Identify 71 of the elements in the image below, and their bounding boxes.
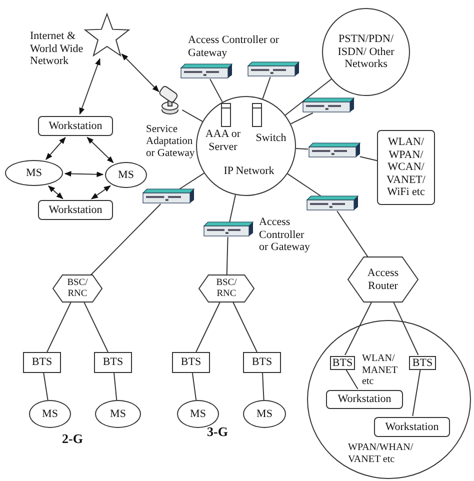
connector-line	[192, 372, 197, 401]
ellipse-node: MS	[105, 162, 147, 188]
connector-line	[43, 372, 48, 401]
hexagon-node: BSC/ RNC	[199, 275, 254, 302]
node-label: Switch	[254, 132, 288, 145]
connector-line	[229, 194, 236, 222]
ellipse-node: MS	[95, 400, 141, 428]
ellipse-node: MS	[243, 400, 286, 428]
network-device-drawing	[308, 143, 360, 158]
labeled-box: BTS	[172, 352, 210, 373]
node-label: AAA or Server	[204, 128, 242, 154]
ellipse-node: MS	[29, 400, 71, 428]
network-device-drawing	[302, 98, 354, 113]
ellipse-node: PSTN/PDN/ ISDN/ Other Networks	[322, 8, 410, 96]
connector-line	[344, 300, 373, 356]
connector-line	[295, 148, 308, 150]
ellipse-node: MS	[177, 400, 219, 428]
network-device-drawing	[247, 62, 299, 77]
connector-line	[412, 368, 421, 416]
device-label: Access Controller or Gateway	[188, 34, 280, 60]
connector-line	[88, 204, 162, 278]
connector-line	[284, 78, 332, 116]
connector-line	[345, 368, 358, 390]
connector-line	[360, 156, 378, 162]
network-device-drawing	[203, 222, 253, 237]
network-device-drawing	[180, 64, 232, 79]
connector-line	[179, 172, 205, 190]
ellipse-node: MS	[5, 160, 63, 186]
connector-line	[392, 300, 419, 356]
network-circle	[307, 320, 471, 479]
hexagon-node: BSC/ RNC	[53, 275, 102, 302]
labeled-box: BTS	[409, 356, 436, 370]
arrow	[91, 185, 111, 200]
labeled-box: BTS	[94, 352, 132, 373]
labeled-box: BTS	[330, 356, 355, 370]
node-label: Internet & World Wide Network	[30, 30, 84, 68]
connector-line	[287, 173, 322, 196]
hexagon-node: Access Router	[348, 257, 418, 302]
labeled-box: BTS	[23, 352, 61, 373]
node-label: IP Network	[222, 165, 276, 178]
connector-line	[196, 301, 221, 352]
node-label: WPAN/WHAN/ VANET etc	[348, 442, 414, 465]
connector-line	[290, 112, 314, 124]
rounded-box: Workstation	[326, 390, 403, 409]
connector-line	[262, 372, 264, 400]
node-label: Service Adaptation or Gateway	[146, 124, 196, 160]
arrow	[46, 136, 66, 160]
connector-line	[226, 236, 228, 276]
labeled-box: BTS	[243, 352, 281, 373]
arrow	[86, 136, 114, 164]
connector-line	[114, 372, 118, 401]
rounded-box: Workstation	[374, 417, 450, 437]
section-label: 3-G	[207, 425, 229, 440]
section-label: 2-G	[62, 432, 84, 447]
node-label: WLAN/ MANET etc	[362, 353, 398, 388]
rounded-box: Workstation	[38, 116, 113, 136]
arrow	[48, 185, 64, 200]
arrow	[79, 58, 100, 115]
connector-line	[83, 301, 108, 352]
network-device-drawing	[306, 196, 358, 211]
arrow	[121, 53, 160, 92]
rounded-box: WLAN/ WPAN/ WCAN/ VANET/ WiFi etc	[377, 130, 435, 205]
network-device-drawing	[142, 189, 194, 204]
connector-line	[46, 301, 72, 352]
connector-line	[336, 210, 370, 260]
rounded-box: Workstation	[38, 200, 113, 220]
connector-line	[182, 109, 203, 122]
connector-line	[232, 301, 258, 352]
device-label: Access Controller or Gateway	[259, 216, 311, 254]
connector-line	[262, 76, 271, 100]
arrow	[64, 171, 104, 178]
